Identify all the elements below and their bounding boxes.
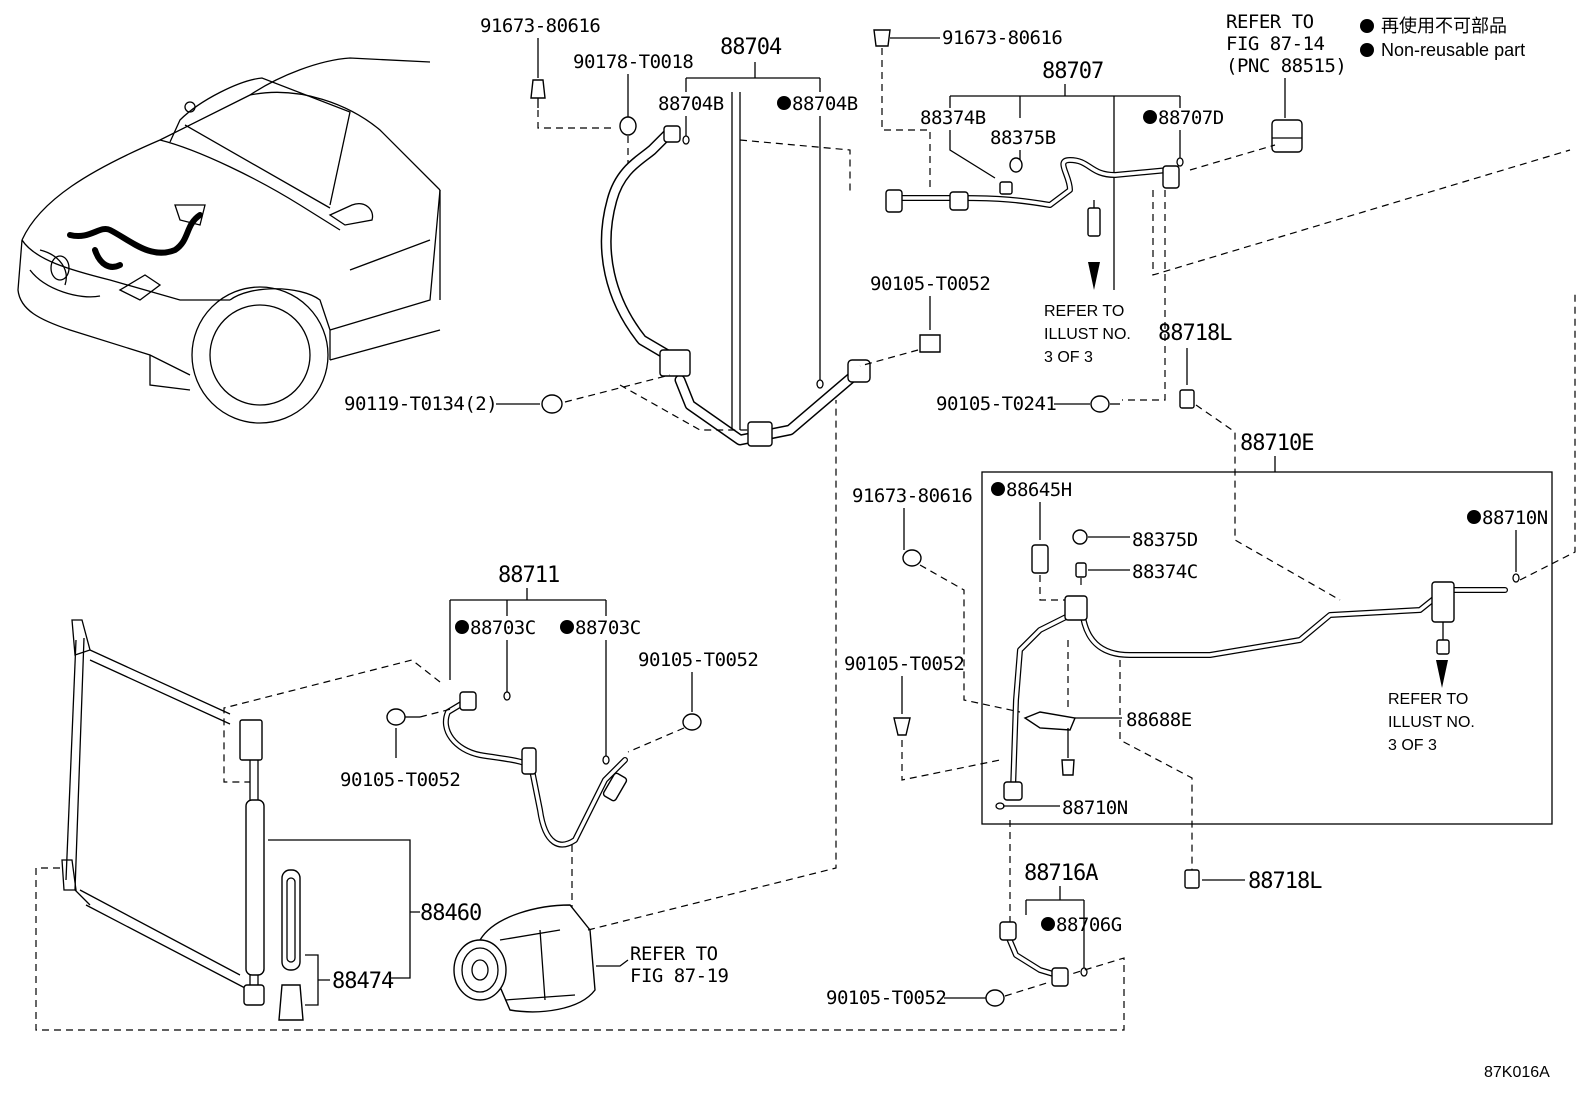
part-label: 88706G	[1056, 914, 1122, 936]
vehicle-illustration	[17, 57, 441, 424]
legend-line-2: Non-reusable part	[1381, 40, 1525, 60]
group-left-fasteners: 91673-80616 90105-T0052	[844, 485, 1021, 781]
condenser-88460: 88460 88474	[35, 619, 1125, 1031]
bolt-icon	[386, 708, 406, 726]
part-label: 88711	[498, 563, 559, 588]
group-88711: 88711 88703C 88703C 90105-T0052 90105-T0…	[223, 563, 759, 915]
desiccant-icon	[281, 869, 301, 971]
bullet-icon	[1360, 19, 1374, 33]
part-label: 88704	[720, 35, 782, 60]
bullet-icon	[1360, 43, 1374, 57]
group-88716A: 88716A 88706G 90105-T0052 88718L	[826, 820, 1323, 1009]
part-label: 88718L	[1248, 869, 1322, 894]
nut-icon	[619, 116, 637, 136]
part-label: 88710N	[1482, 507, 1548, 529]
part-label: 91673-80616	[942, 27, 1062, 49]
bolt-icon	[919, 334, 941, 353]
svg-text:ILLUST NO.: ILLUST NO.	[1388, 714, 1475, 731]
part-label: 88375B	[990, 127, 1056, 149]
bolt-icon	[985, 989, 1005, 1007]
bolt-icon	[682, 713, 702, 731]
part-label: 90105-T0052	[638, 649, 758, 671]
part-label: 88704B	[658, 93, 724, 115]
bolt-icon	[873, 29, 891, 47]
svg-text:FIG 87-14: FIG 87-14	[1226, 33, 1325, 55]
svg-text:REFER TO: REFER TO	[1226, 11, 1314, 33]
part-label: 91673-80616	[852, 485, 972, 507]
part-label: 90105-T0241	[936, 393, 1056, 415]
refer-fig-87-14: REFER TO FIG 87-14 (PNC 88515)	[1226, 11, 1347, 153]
svg-text:REFER TO: REFER TO	[1388, 691, 1468, 708]
compressor: REFER TO FIG 87-19	[453, 400, 837, 1013]
clamp-icon	[1184, 869, 1200, 889]
part-label: 90178-T0018	[573, 51, 693, 73]
bolt-icon	[893, 717, 911, 736]
bolt-icon	[541, 394, 563, 414]
fitting-icon	[847, 359, 871, 383]
svg-text:FIG 87-19: FIG 87-19	[630, 965, 729, 987]
part-label: 88704B	[792, 93, 858, 115]
legend: 再使用不可部品 Non-reusable part	[1360, 16, 1525, 60]
bolt-icon	[530, 79, 546, 99]
svg-text:(PNC 88515): (PNC 88515)	[1226, 55, 1346, 77]
part-label: 88645H	[1006, 479, 1072, 501]
group-88704: 91673-80616 90178-T0018 88704 88704B 887…	[344, 15, 991, 447]
group-box	[981, 471, 1553, 825]
fitting-icon	[659, 349, 691, 377]
part-label: 88703C	[575, 617, 641, 639]
part-label: 88460	[420, 901, 481, 926]
legend-line-1: 再使用不可部品	[1381, 16, 1507, 36]
bolt-icon	[1090, 395, 1110, 413]
part-label: 88716A	[1024, 861, 1098, 886]
group-88710E: 88710E 88645H 88375D 88374C 88710N REFER…	[981, 290, 1576, 870]
part-label: 90105-T0052	[826, 987, 946, 1009]
part-label: 88703C	[470, 617, 536, 639]
svg-text:3 OF 3: 3 OF 3	[1388, 737, 1437, 754]
part-label: 88707D	[1158, 107, 1224, 129]
clamp-icon	[1179, 389, 1195, 409]
part-label: 88474	[332, 969, 394, 994]
part-label: 88710N	[1062, 797, 1128, 819]
svg-text:REFER TO: REFER TO	[1044, 303, 1124, 320]
part-label: 88374B	[920, 107, 986, 129]
bracket-icon	[1023, 711, 1076, 731]
part-label: 90105-T0052	[844, 653, 964, 675]
part-label: 88375D	[1132, 529, 1198, 551]
arrow-icon	[1436, 660, 1448, 688]
part-label: 90119-T0134(2)	[344, 393, 497, 415]
part-label: 88707	[1042, 59, 1103, 84]
part-label: 88374C	[1132, 561, 1198, 583]
svg-text:ILLUST NO.: ILLUST NO.	[1044, 326, 1131, 343]
bolt-icon	[902, 549, 922, 567]
receiver-icon	[1271, 119, 1303, 153]
part-label: 88688E	[1126, 709, 1192, 731]
figure-code: 87K016A	[1484, 1064, 1550, 1081]
part-label: 88718L	[1158, 321, 1232, 346]
part-label: 90105-T0052	[870, 273, 990, 295]
fitting-icon	[663, 125, 681, 143]
part-label: 88710E	[1240, 431, 1313, 456]
group-88707: 91673-80616 88707 88374B 88375B 88707D R…	[873, 27, 1571, 601]
part-label: 91673-80616	[480, 15, 600, 37]
svg-text:REFER TO: REFER TO	[630, 943, 718, 965]
sensor-icon	[1031, 544, 1049, 574]
part-label: 90105-T0052	[340, 769, 460, 791]
arrow-icon	[1088, 262, 1100, 290]
svg-text:3 OF 3: 3 OF 3	[1044, 349, 1093, 366]
fitting-icon	[747, 421, 773, 447]
plug-icon	[278, 984, 304, 1021]
